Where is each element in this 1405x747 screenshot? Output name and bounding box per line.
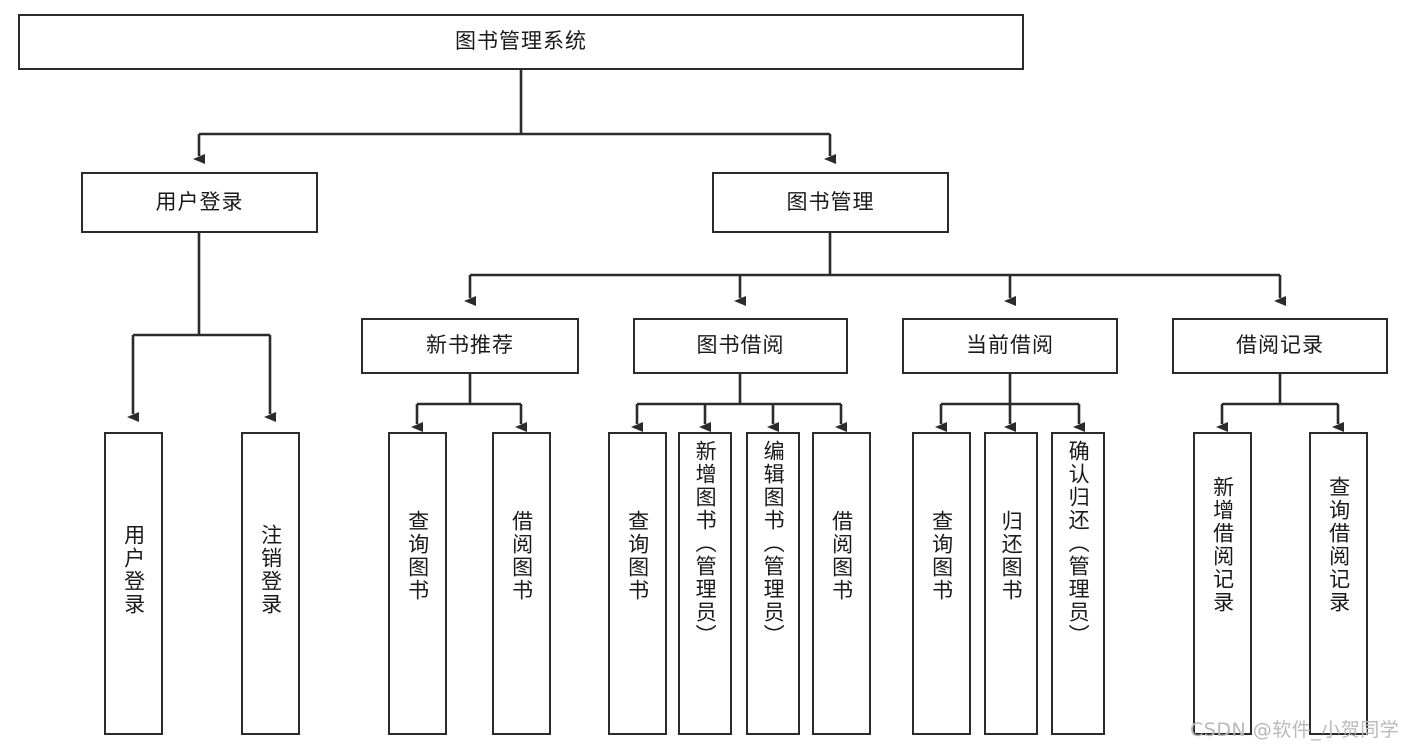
leaf-borrow-book-bb[interactable]: 借阅图书 (812, 432, 871, 735)
leaf-borrow-book-bb-label: 借阅图书 (829, 510, 854, 602)
leaf-edit-book-admin[interactable]: 编辑图书（管理员） (746, 432, 800, 735)
leaf-logout-label: 注销登录 (258, 524, 283, 616)
leaf-user-login-label: 用户登录 (121, 524, 146, 616)
leaf-query-book-nb-label: 查询图书 (405, 510, 430, 602)
node-new-book-recommend-label: 新书推荐 (426, 333, 514, 358)
node-book-management[interactable]: 图书管理 (712, 172, 949, 233)
node-borrow-record[interactable]: 借阅记录 (1172, 318, 1388, 374)
node-root-label: 图书管理系统 (455, 29, 587, 54)
node-user-login-label: 用户登录 (155, 189, 244, 214)
node-borrow-record-label: 借阅记录 (1236, 333, 1324, 358)
leaf-add-book-admin[interactable]: 新增图书（管理员） (678, 432, 732, 735)
leaf-borrow-book-nb-label: 借阅图书 (509, 510, 534, 602)
leaf-query-book-bb-label: 查询图书 (625, 510, 650, 602)
leaf-query-book-cb[interactable]: 查询图书 (912, 432, 971, 735)
leaf-query-borrow-record[interactable]: 查询借阅记录 (1309, 432, 1368, 735)
node-new-book-recommend[interactable]: 新书推荐 (361, 318, 579, 374)
node-current-borrow-label: 当前借阅 (966, 333, 1054, 358)
node-book-management-label: 图书管理 (786, 189, 875, 214)
leaf-return-book-label: 归还图书 (999, 510, 1024, 602)
node-book-borrow-label: 图书借阅 (696, 333, 785, 358)
leaf-query-book-bb[interactable]: 查询图书 (608, 432, 667, 735)
leaf-user-login[interactable]: 用户登录 (104, 432, 163, 735)
node-root[interactable]: 图书管理系统 (18, 14, 1024, 70)
node-book-borrow[interactable]: 图书借阅 (633, 318, 848, 374)
leaf-confirm-return-admin[interactable]: 确认归还（管理员） (1051, 432, 1105, 735)
node-current-borrow[interactable]: 当前借阅 (902, 318, 1118, 374)
leaf-query-book-cb-label: 查询图书 (929, 510, 954, 602)
leaf-add-borrow-record[interactable]: 新增借阅记录 (1193, 432, 1252, 735)
leaf-confirm-return-admin-label: 确认归还（管理员） (1066, 440, 1091, 647)
watermark: CSDN @软件_小贺同学 (1190, 719, 1400, 741)
leaf-query-book-nb[interactable]: 查询图书 (388, 432, 447, 735)
leaf-borrow-book-nb[interactable]: 借阅图书 (492, 432, 551, 735)
node-user-login[interactable]: 用户登录 (81, 172, 318, 233)
leaf-edit-book-admin-label: 编辑图书（管理员） (761, 440, 786, 647)
leaf-add-book-admin-label: 新增图书（管理员） (693, 440, 718, 647)
leaf-add-borrow-record-label: 新增借阅记录 (1210, 476, 1235, 614)
leaf-logout[interactable]: 注销登录 (241, 432, 300, 735)
leaf-query-borrow-record-label: 查询借阅记录 (1326, 476, 1351, 614)
leaf-return-book[interactable]: 归还图书 (984, 432, 1038, 735)
